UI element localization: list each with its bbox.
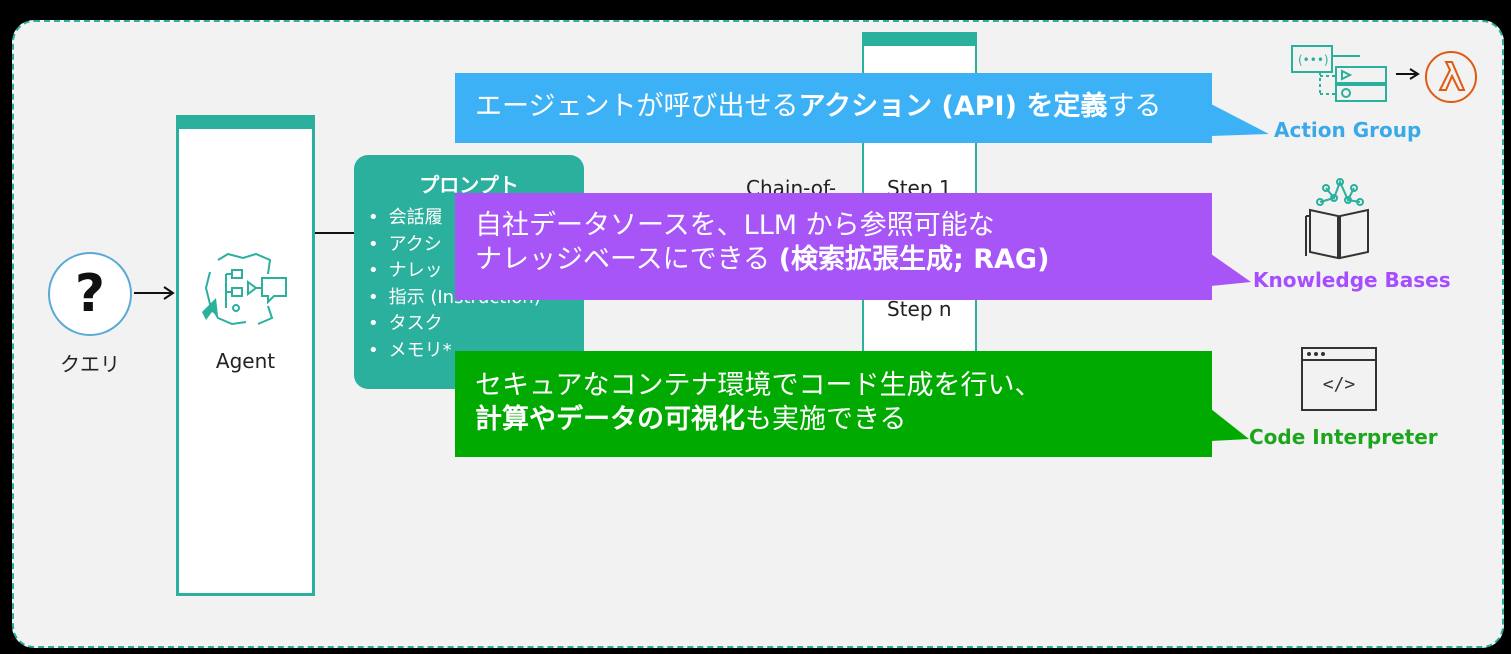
query-label: クエリ [60, 352, 120, 376]
knowledge-callout-line1: 自社データソースを、LLM から参照可能な [475, 210, 995, 241]
knowledge-callout-line2-text: ナレッジベースにできる [475, 244, 779, 275]
action-callout-pre: エージェントが呼び出せる [475, 91, 799, 122]
prompt-item: ナレッ [368, 258, 541, 285]
code-callout-tail [1211, 409, 1249, 441]
agent-icon [202, 252, 287, 326]
action-callout-tail [1211, 104, 1269, 136]
arrow-icon [134, 286, 175, 300]
action-group-label: Action Group [1274, 118, 1422, 142]
action-group-icon: (•••) [1291, 45, 1420, 102]
lambda-icon [1425, 51, 1477, 103]
question-icon: ? [48, 252, 132, 336]
svg-text:</>: </> [1323, 374, 1356, 395]
query-symbol: ? [74, 264, 106, 324]
prompt-item: メモリ* [368, 338, 541, 365]
action-callout-post: する [1107, 91, 1162, 122]
knowledge-bases-label: Knowledge Bases [1253, 268, 1451, 292]
action-callout-bold: アクション (API) を定義 [798, 91, 1108, 122]
code-callout-line2-text: も実施できる [745, 404, 907, 435]
connector-line [315, 232, 355, 234]
knowledge-callout: 自社データソースを、LLM から参照可能な ナレッジベースにできる (検索拡張生… [455, 193, 1212, 300]
knowledge-callout-tail [1211, 254, 1251, 286]
prompt-item: アクシ [368, 232, 541, 259]
code-callout-line1: セキュアなコンテナ環境でコード生成を行い、 [475, 370, 1042, 401]
knowledge-callout-line2: ナレッジベースにできる (検索拡張生成; RAG) [475, 243, 1212, 277]
knowledge-base-icon [1305, 178, 1369, 260]
prompt-item: 会話履 [368, 205, 541, 232]
code-callout-line2-bold: 計算やデータの可視化 [475, 404, 745, 435]
knowledge-callout-line2-bold: (検索拡張生成; RAG) [778, 244, 1050, 275]
code-interpreter-label: Code Interpreter [1249, 425, 1438, 449]
svg-text:(•••): (•••) [1298, 53, 1329, 67]
agent-column [176, 115, 315, 596]
code-window-icon: </> [1301, 347, 1377, 411]
action-callout: エージェントが呼び出せるアクション (API) を定義する [455, 73, 1212, 143]
step-n-label: Step n [887, 297, 952, 321]
code-callout: セキュアなコンテナ環境でコード生成を行い、 計算やデータの可視化も実施できる [455, 351, 1212, 457]
prompt-item: タスク [368, 311, 541, 338]
agent-label: Agent [215, 349, 276, 373]
code-callout-line2: 計算やデータの可視化も実施できる [475, 403, 1212, 437]
